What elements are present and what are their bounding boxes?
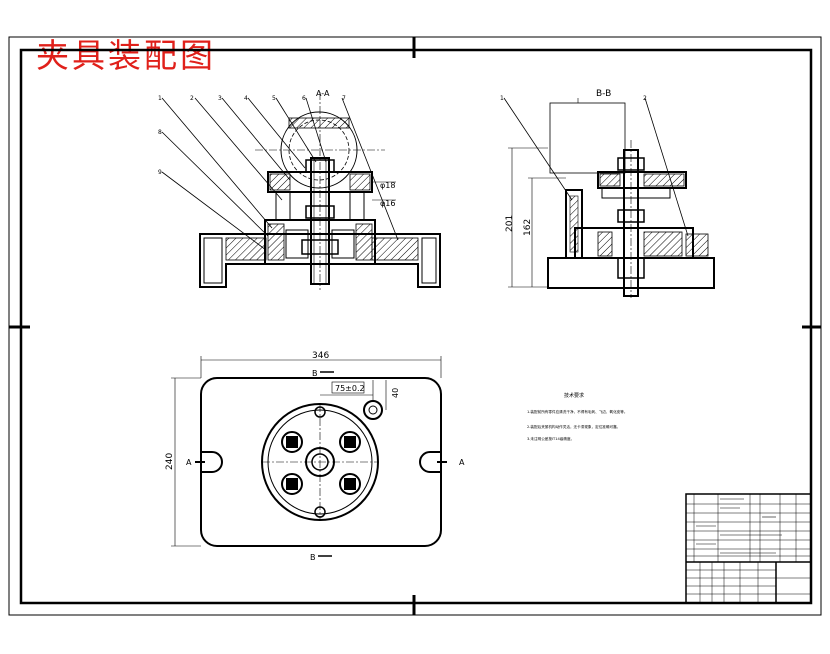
dim-phi-a: φ18: [380, 181, 395, 190]
svg-text:2: 2: [643, 95, 647, 102]
dim-75: 75±0.2: [335, 384, 365, 393]
dim-240: 240: [165, 453, 175, 470]
title-block: [685, 493, 812, 604]
tech-line-3: 3.未注明公差按IT14级精度。: [527, 436, 574, 441]
svg-text:5: 5: [272, 95, 276, 102]
sheet-border: [8, 36, 822, 616]
section-bb-label: B-B: [596, 89, 611, 99]
plan-view: 346 240 A A B B: [165, 351, 465, 562]
dim-phi-b: φ16: [380, 199, 395, 208]
svg-text:8: 8: [158, 129, 162, 136]
drawing-title: 夹具装配图: [36, 36, 216, 75]
b-marker-top: B: [312, 369, 318, 378]
dim-162: 162: [523, 219, 533, 236]
a-marker-right: A: [459, 458, 465, 467]
svg-text:2: 2: [190, 95, 194, 102]
svg-text:1: 1: [158, 95, 162, 102]
dim-201: 201: [505, 215, 515, 232]
section-aa-view: A-A: [158, 89, 441, 290]
svg-text:6: 6: [302, 95, 306, 102]
svg-text:7: 7: [342, 95, 346, 102]
a-marker-left: A: [186, 458, 192, 467]
b-marker-bottom: B: [310, 553, 316, 562]
svg-text:4: 4: [244, 95, 248, 102]
svg-text:3: 3: [218, 95, 222, 102]
svg-text:9: 9: [158, 169, 162, 176]
tech-heading: 技术要求: [564, 392, 584, 399]
tech-requirements: 技术要求 1.装配前所有零件应清洗干净，不得有毛刺、飞边、氧化皮等。 2.装配后…: [527, 392, 627, 441]
dim-40: 40: [391, 388, 400, 398]
dim-346: 346: [312, 351, 329, 361]
tech-line-2: 2.装配后夹紧机构动作灵活，无卡滞现象，定位准确可靠。: [527, 424, 620, 429]
section-aa-label: A-A: [316, 89, 330, 98]
svg-text:1: 1: [500, 95, 504, 102]
section-bb-view: B-B 1 2 201 162: [500, 89, 715, 298]
tech-line-1: 1.装配前所有零件应清洗干净，不得有毛刺、飞边、氧化皮等。: [527, 409, 627, 414]
